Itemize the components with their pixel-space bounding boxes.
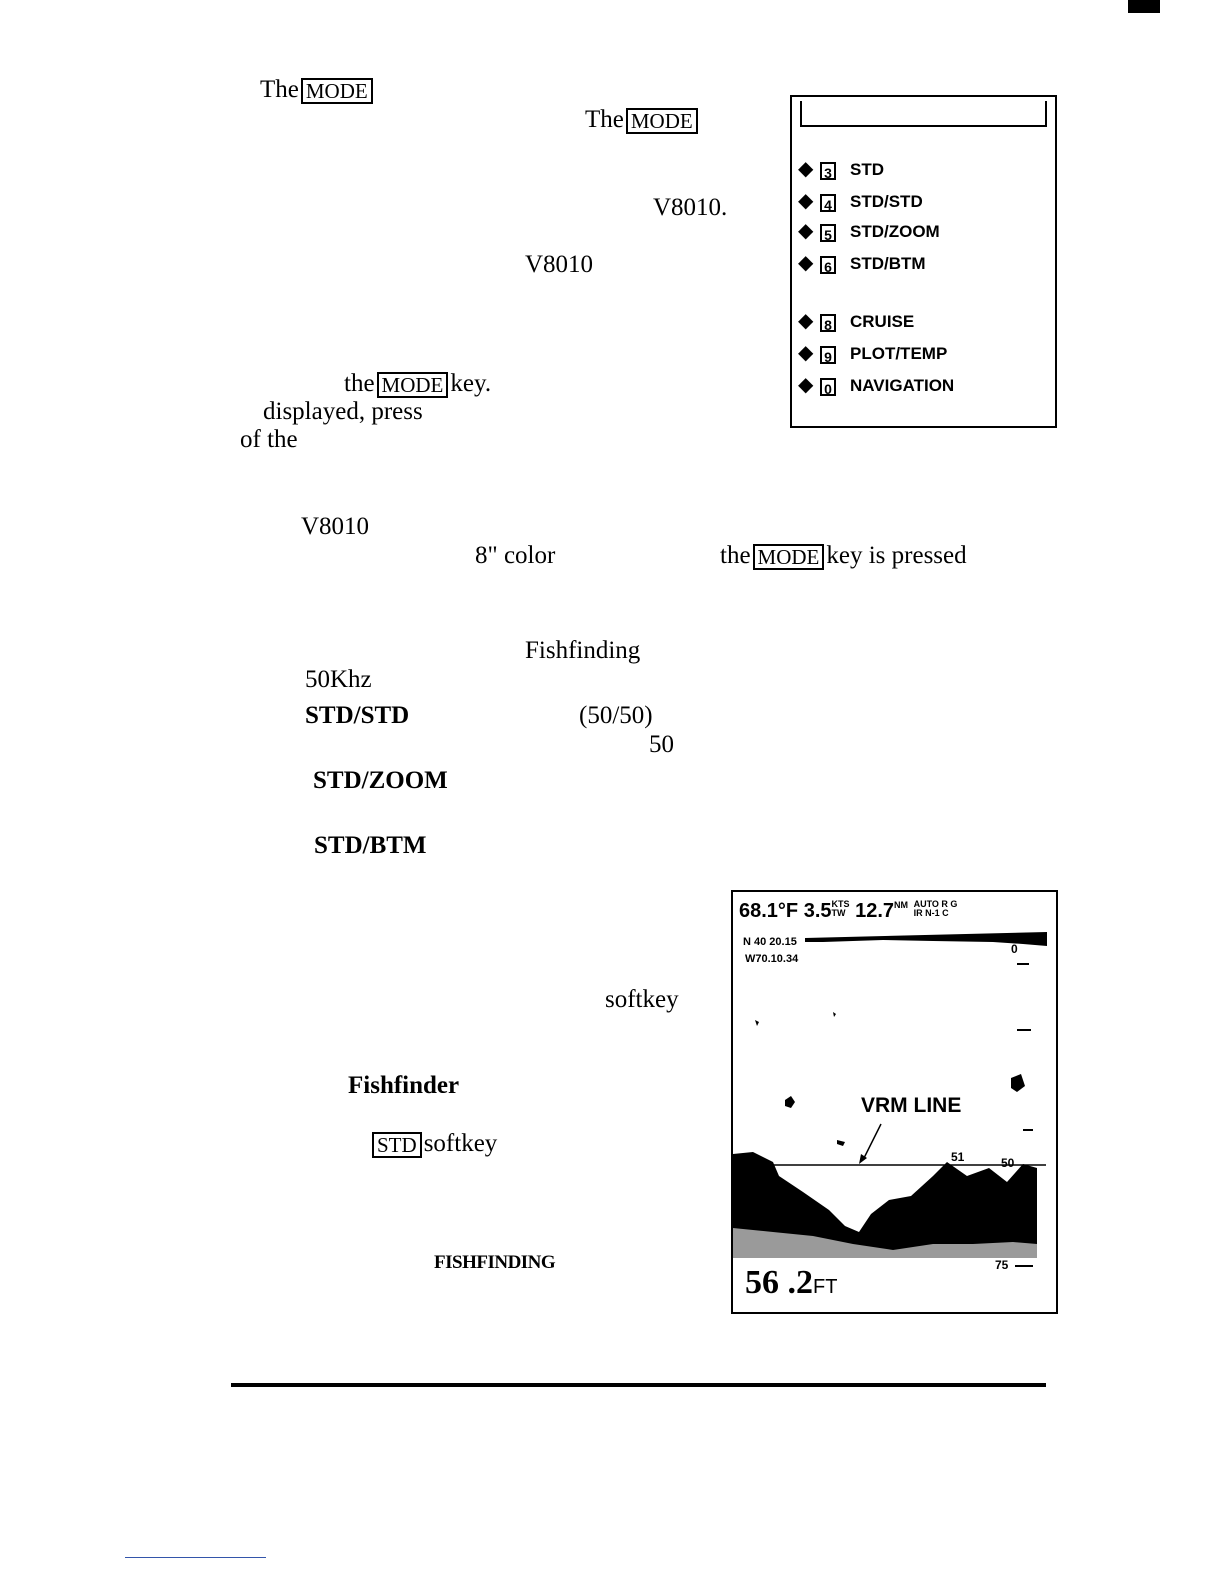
text-v8010-c: V8010	[301, 513, 370, 540]
text-v8010-b: V8010	[525, 251, 594, 278]
text-50khz: 50Khz	[305, 666, 372, 693]
text-std-zoom: STD/ZOOM	[313, 767, 448, 794]
menu-item-label: CRUISE	[850, 312, 915, 331]
ff-bottom-contour	[733, 1152, 1037, 1258]
arrow-left-icon: ◆	[798, 220, 814, 242]
ff-auto-top: AUTO R G	[913, 899, 958, 909]
mode-key: MODE	[376, 372, 449, 399]
mode-key: MODE	[752, 544, 825, 571]
menu-item-navigation: ◆ 0 NAVIGATION	[798, 372, 954, 398]
text-softkey-1: softkey	[605, 986, 679, 1013]
text-std-btm: STD/BTM	[314, 832, 427, 859]
arrow-left-icon: ◆	[798, 310, 814, 332]
ff-speed-unit-bottom: TW	[831, 908, 846, 918]
text-fifty: 50	[649, 731, 674, 758]
ff-fish-target	[837, 1140, 845, 1146]
menu-item-number: 3	[820, 161, 836, 181]
text-the: The	[260, 76, 299, 103]
ff-fish-target	[785, 1096, 795, 1108]
ff-sonar-graphic	[733, 932, 1047, 1267]
text-the: the	[720, 542, 751, 569]
ff-fish-target	[755, 1020, 759, 1026]
text-the: The	[585, 106, 624, 133]
ff-fish-target	[833, 1012, 836, 1017]
ff-scale-51: 51	[951, 1150, 965, 1164]
menu-item-label: STD/STD	[850, 192, 923, 211]
ff-bottom-texture	[733, 1228, 1037, 1258]
text-of-the: of the	[240, 426, 298, 453]
ff-vrm-pointer	[862, 1123, 882, 1161]
menu-item-plot-temp: ◆ 9 PLOT/TEMP	[798, 340, 947, 366]
ff-longitude: W70.10.34	[745, 953, 799, 965]
menu-item-number: 0	[820, 377, 836, 397]
std-key: STD	[372, 1132, 422, 1159]
footer-underline	[125, 1557, 266, 1558]
arrow-left-icon: ◆	[798, 342, 814, 364]
text-key: key.	[450, 370, 492, 397]
ff-distance: 12.7	[855, 900, 895, 922]
footer-rule	[231, 1383, 1046, 1387]
menu-item-label: STD/ZOOM	[850, 222, 940, 241]
mode-key: MODE	[300, 78, 373, 105]
menu-item-number: 6	[820, 255, 836, 275]
ff-scale-75: 75	[995, 1258, 1009, 1272]
ff-vrm-label: VRM LINE	[861, 1094, 962, 1117]
text-fishfinding: Fishfinding	[525, 637, 641, 664]
menu-item-number: 5	[820, 223, 836, 243]
menu-item-label: STD	[850, 160, 884, 179]
ff-scale-50: 50	[1001, 1156, 1015, 1170]
ff-scale-0: 0	[1011, 942, 1018, 956]
ff-speed-unit-top: KTS	[831, 899, 850, 909]
text-displayed-press: displayed, press	[263, 398, 423, 425]
menu-item-number: 9	[820, 345, 836, 365]
ff-auto-bottom: IR N-1 C	[913, 908, 949, 918]
menu-item-label: STD/BTM	[850, 254, 926, 273]
menu-item-std: ◆ 3 STD	[798, 156, 884, 182]
menu-item-std-zoom: ◆ 5 STD/ZOOM	[798, 218, 940, 244]
ff-depth-readout: 56 .2FT	[745, 1264, 837, 1302]
text-8-color: 8" color	[475, 542, 556, 569]
text-fishfinder: Fishfinder	[348, 1072, 460, 1099]
ff-surface-clutter	[805, 932, 1047, 946]
ff-temp: 68.1°F	[739, 900, 799, 922]
arrow-left-icon: ◆	[798, 252, 814, 274]
text-fishfinding-caps: FISHFINDING	[434, 1252, 556, 1273]
text-ratio: (50/50)	[579, 702, 653, 729]
ff-vrm-pointer-arrow	[859, 1154, 867, 1164]
ff-distance-unit: NM	[894, 900, 909, 910]
menu-item-number: 8	[820, 313, 836, 333]
text-the: the	[344, 370, 375, 397]
text-softkey-2: softkey	[423, 1130, 498, 1157]
text-v8010-a: V8010.	[653, 194, 728, 221]
ff-fish-target	[1011, 1074, 1025, 1092]
mode-menu-title-bar	[800, 101, 1047, 127]
menu-item-std-btm: ◆ 6 STD/BTM	[798, 250, 926, 276]
menu-item-number: 4	[820, 193, 836, 213]
arrow-left-icon: ◆	[798, 190, 814, 212]
page-corner-mark	[1128, 0, 1160, 13]
ff-speed: 3.5	[803, 900, 832, 922]
text-key-pressed: key is pressed	[826, 542, 967, 569]
ff-latitude: N 40 20.15	[743, 936, 797, 948]
ff-depth-value: 56 .2	[745, 1264, 813, 1301]
arrow-left-icon: ◆	[798, 374, 814, 396]
menu-item-cruise: ◆ 8 CRUISE	[798, 308, 914, 334]
mode-key: MODE	[625, 108, 698, 135]
arrow-left-icon: ◆	[798, 158, 814, 180]
menu-item-std-std: ◆ 4 STD/STD	[798, 188, 923, 214]
text-std-std: STD/STD	[305, 702, 410, 729]
menu-item-label: NAVIGATION	[850, 376, 955, 395]
menu-item-label: PLOT/TEMP	[850, 344, 948, 363]
ff-depth-unit: FT	[813, 1276, 838, 1298]
